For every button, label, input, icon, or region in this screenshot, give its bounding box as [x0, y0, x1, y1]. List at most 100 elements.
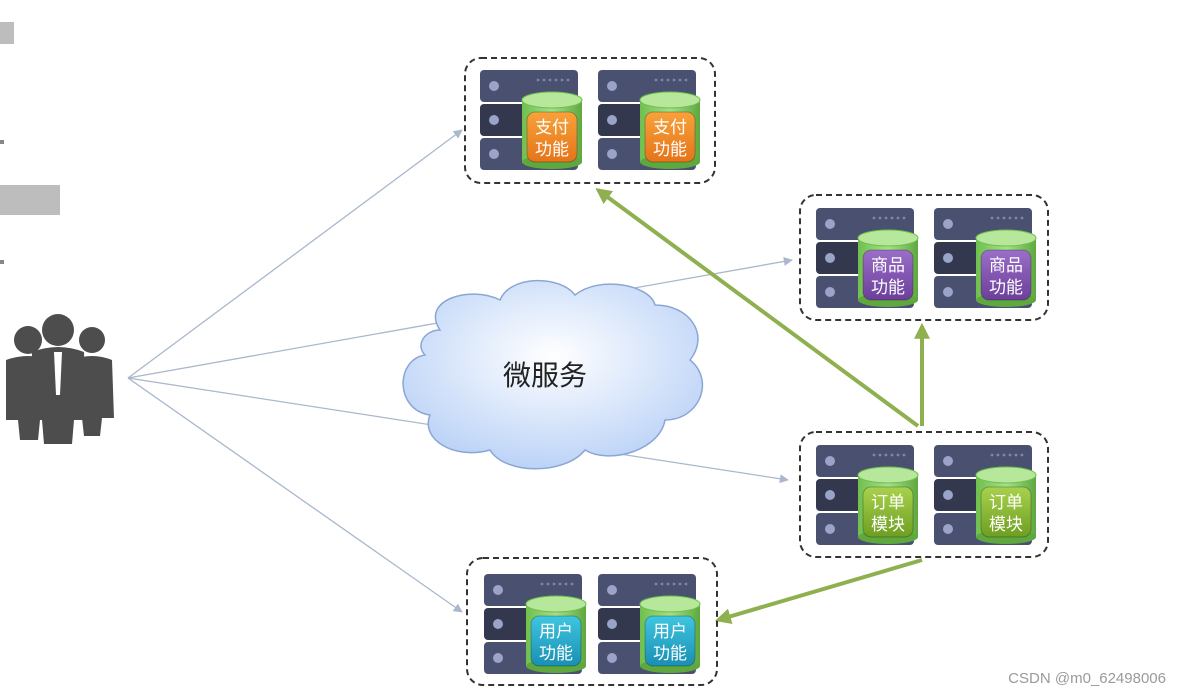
vent-dot — [548, 78, 552, 82]
database-top — [521, 91, 583, 109]
vent-dot — [1014, 216, 1018, 220]
service-badge — [644, 111, 696, 163]
vent-dot — [990, 216, 994, 220]
service-badge — [526, 111, 578, 163]
service-label-line1: 订单 — [989, 493, 1023, 513]
server-led-icon — [607, 115, 617, 125]
vent-dot — [558, 582, 562, 586]
service-badge — [530, 615, 582, 667]
vent-dot — [678, 78, 682, 82]
database-top — [525, 595, 587, 613]
cloud: 微服务 — [402, 279, 704, 470]
vent-dot — [890, 216, 894, 220]
vent-dot — [1002, 216, 1006, 220]
service-badge — [862, 486, 914, 538]
service-label-line2: 功能 — [539, 644, 573, 664]
database-top — [639, 595, 701, 613]
vent-dot — [878, 216, 882, 220]
watermark: CSDN @m0_62498006 — [1008, 670, 1166, 687]
arrow-to-user — [127, 377, 463, 613]
vent-dot — [1008, 216, 1012, 220]
vent-dot — [1014, 453, 1018, 457]
vent-dot — [542, 78, 546, 82]
vent-dot — [996, 453, 1000, 457]
service-label-line1: 商品 — [871, 256, 905, 276]
vent-dot — [684, 582, 688, 586]
cluster-border — [464, 57, 716, 184]
arrow-to-payment — [127, 129, 463, 379]
order-to-payment-arrow — [595, 188, 920, 428]
vent-dot — [654, 78, 658, 82]
database-top — [857, 229, 919, 247]
vent-dot — [678, 582, 682, 586]
vent-dot — [1020, 216, 1024, 220]
database-top — [639, 91, 701, 109]
order-to-user-arrow — [714, 558, 923, 625]
server-led-icon — [489, 115, 499, 125]
vent-dot — [672, 78, 676, 82]
vent-dot — [684, 78, 688, 82]
vent-dot — [536, 78, 540, 82]
server-led-icon — [489, 81, 499, 91]
service-label-line2: 功能 — [653, 644, 687, 664]
vent-dot — [552, 582, 556, 586]
service-label-line1: 用户 — [653, 622, 687, 642]
vent-dot — [872, 216, 876, 220]
vent-dot — [564, 582, 568, 586]
vent-dot — [546, 582, 550, 586]
database-top — [975, 229, 1037, 247]
vent-dot — [1008, 453, 1012, 457]
server-led-icon — [825, 219, 835, 229]
server-led-icon — [489, 149, 499, 159]
server-led-icon — [607, 619, 617, 629]
users-icon — [6, 314, 114, 444]
server-led-icon — [825, 287, 835, 297]
vent-dot — [566, 78, 570, 82]
service-label-line2: 模块 — [989, 515, 1023, 535]
vent-dot — [654, 582, 658, 586]
vent-dot — [1002, 453, 1006, 457]
vent-dot — [540, 582, 544, 586]
vent-dot — [896, 453, 900, 457]
service-label-line1: 支付 — [653, 118, 687, 138]
vent-dot — [902, 453, 906, 457]
service-badge — [862, 249, 914, 301]
cluster-border — [466, 557, 718, 686]
inter-service-arrows — [595, 188, 930, 625]
vent-dot — [570, 582, 574, 586]
service-label-line2: 功能 — [535, 140, 569, 160]
server-led-icon — [825, 490, 835, 500]
vent-dot — [554, 78, 558, 82]
vent-dot — [560, 78, 564, 82]
service-label-line1: 用户 — [539, 622, 573, 642]
service-badge — [980, 486, 1032, 538]
cloud-label: 微服务 — [503, 359, 587, 392]
server-led-icon — [943, 524, 953, 534]
service-label-line2: 模块 — [871, 515, 905, 535]
service-label-line2: 功能 — [989, 278, 1023, 298]
vent-dot — [1020, 453, 1024, 457]
vent-dot — [666, 582, 670, 586]
vent-dot — [884, 216, 888, 220]
server-led-icon — [607, 149, 617, 159]
vent-dot — [902, 216, 906, 220]
database-top — [857, 466, 919, 484]
server-led-icon — [825, 253, 835, 263]
server-led-icon — [493, 619, 503, 629]
server-led-icon — [943, 287, 953, 297]
server-led-icon — [493, 585, 503, 595]
service-badge — [980, 249, 1032, 301]
vent-dot — [990, 453, 994, 457]
vent-dot — [672, 582, 676, 586]
